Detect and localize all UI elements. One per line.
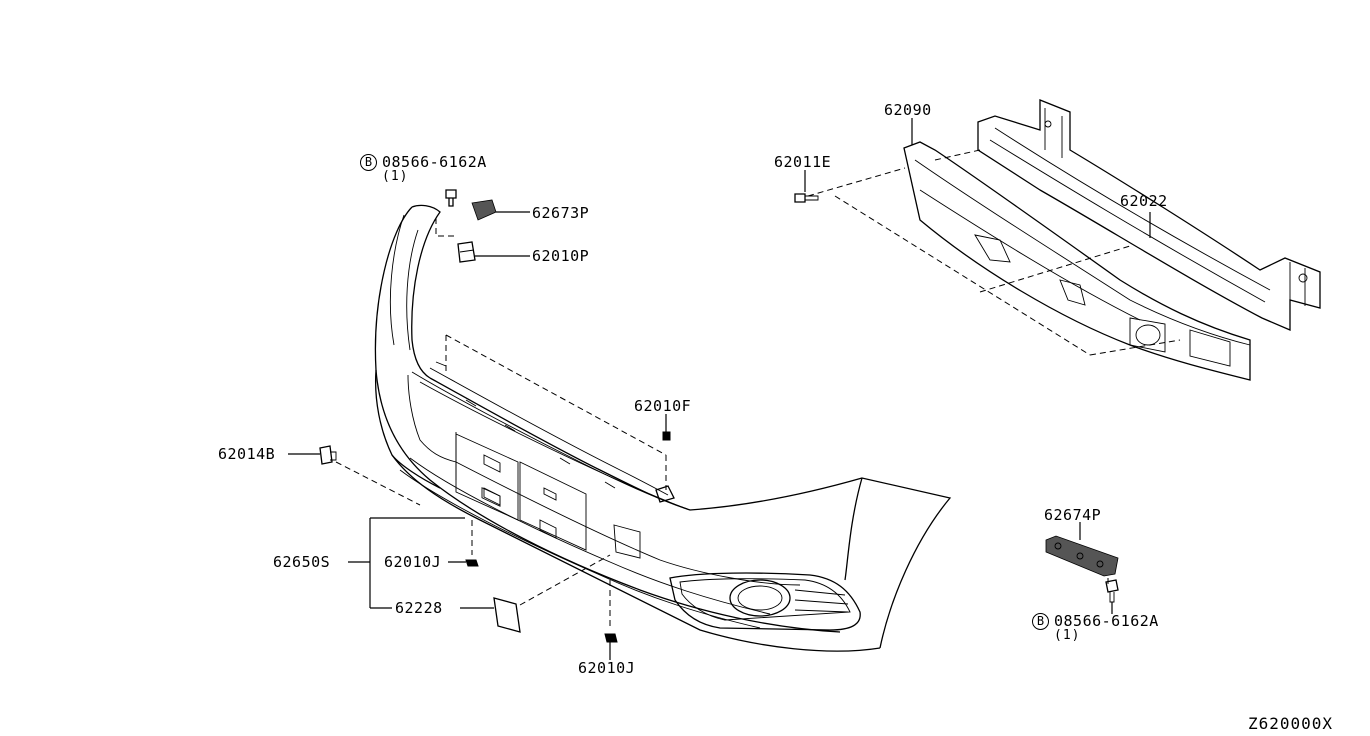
label-62011E[interactable]: 62011E [774, 153, 832, 171]
label-62010F[interactable]: 62010F [634, 397, 692, 415]
bolt-symbol-bottom: B [1032, 613, 1049, 630]
label-62010J-bottom[interactable]: 62010J [578, 659, 636, 677]
label-62090[interactable]: 62090 [884, 101, 932, 119]
label-62022[interactable]: 62022 [1120, 192, 1168, 210]
label-62674P[interactable]: 62674P [1044, 506, 1102, 524]
qty-top: (1) [382, 169, 409, 184]
label-62010J-mid[interactable]: 62010J [384, 553, 442, 571]
assembly-guide-lines [335, 149, 1181, 630]
label-62650S[interactable]: 62650S [273, 553, 331, 571]
label-08566-6162A-top[interactable]: 08566-6162A [382, 153, 487, 171]
label-62228[interactable]: 62228 [395, 599, 443, 617]
reinforcement-assembly[interactable] [903, 99, 1321, 381]
label-62673P[interactable]: 62673P [532, 204, 590, 222]
label-08566-6162A-bottom[interactable]: 08566-6162A [1054, 612, 1159, 630]
label-62010P[interactable]: 62010P [532, 247, 590, 265]
diagram-reference-code: Z620000X [1248, 714, 1334, 733]
front-bumper-fascia[interactable] [374, 204, 952, 652]
fasteners[interactable] [319, 189, 1119, 643]
bolt-symbol-top: B [360, 154, 377, 171]
label-62014B[interactable]: 62014B [218, 445, 276, 463]
qty-bottom: (1) [1054, 628, 1081, 643]
leader-lines [288, 118, 1151, 660]
